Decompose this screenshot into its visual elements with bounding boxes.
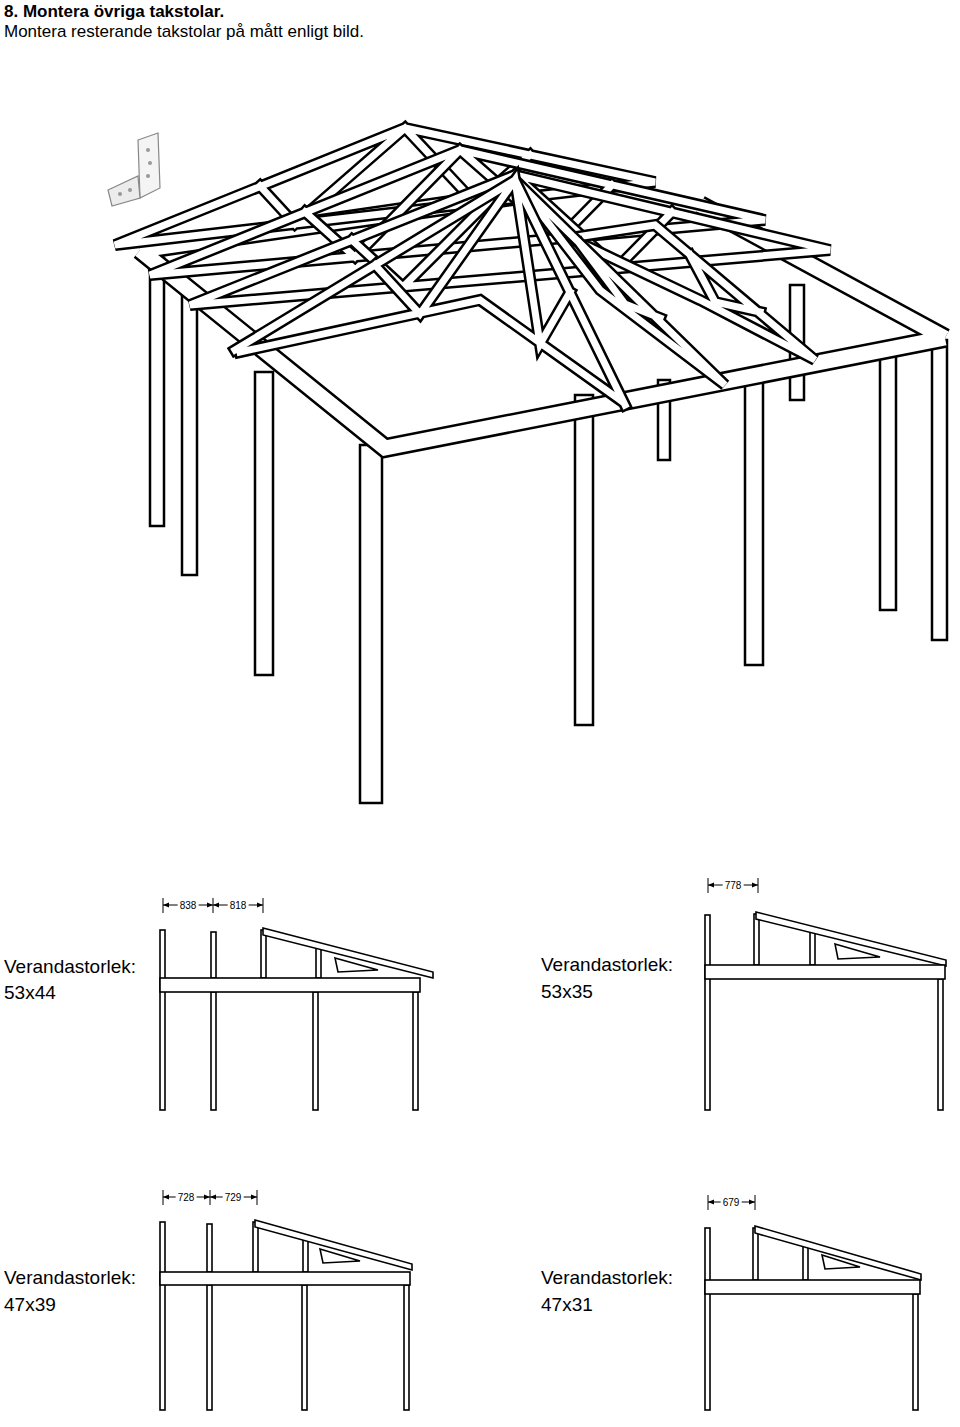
instruction-text: Montera resterande takstolar på mått enl… — [4, 23, 364, 42]
size-value: 53x44 — [4, 983, 56, 1004]
step-title: 8. Montera övriga takstolar. — [4, 3, 224, 22]
size-label: Verandastorlek: — [541, 1268, 673, 1289]
dimension: 679 — [721, 1197, 742, 1208]
size-label: Verandastorlek: — [4, 1268, 136, 1289]
elevation-47x39 — [160, 1190, 412, 1410]
size-label: Verandastorlek: — [541, 955, 673, 976]
dimension: 838 — [178, 900, 199, 911]
size-value: 53x35 — [541, 982, 593, 1003]
size-label: Verandastorlek: — [4, 957, 136, 978]
angle-bracket — [108, 133, 160, 206]
dimension: 818 — [228, 900, 249, 911]
elevation-47x31 — [705, 1195, 921, 1410]
trusses — [115, 128, 830, 405]
size-value: 47x39 — [4, 1295, 56, 1316]
size-value: 47x31 — [541, 1295, 593, 1316]
elevation-53x44 — [160, 898, 433, 1110]
elevation-53x35 — [705, 878, 946, 1110]
dimension: 778 — [723, 880, 744, 891]
dimension: 729 — [223, 1192, 244, 1203]
dimension: 728 — [176, 1192, 197, 1203]
